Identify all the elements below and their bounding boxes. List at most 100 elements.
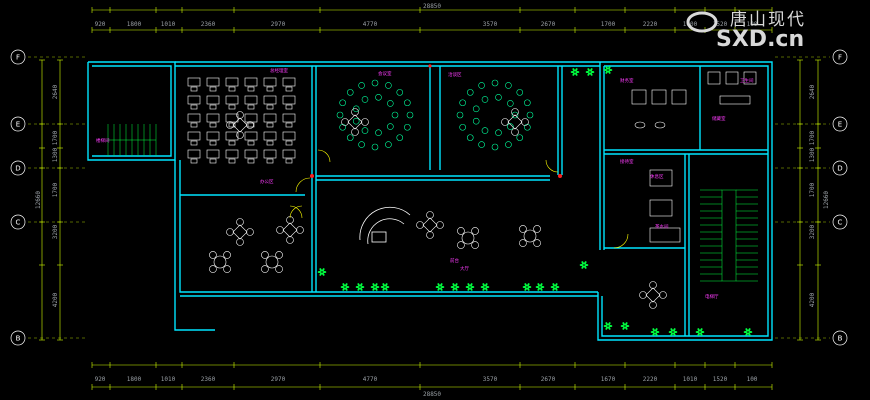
desk-chair	[209, 104, 217, 110]
potted-plants	[317, 66, 753, 336]
desk	[282, 77, 296, 87]
plant-leaf	[608, 66, 611, 70]
lounge-seat	[521, 118, 529, 126]
plant-leaf	[552, 287, 555, 291]
plant-leaf	[697, 328, 700, 332]
meeting-chair	[491, 143, 499, 151]
top-dimension-label: 2670	[541, 21, 556, 28]
meeting-chair	[358, 141, 365, 148]
plant-leaf	[319, 272, 322, 276]
room-label: 接待室	[620, 158, 634, 165]
room-label: 会议室	[378, 70, 392, 77]
desk	[206, 149, 220, 159]
plant-leaf	[470, 287, 473, 291]
bottom-dimension-label: 1010	[683, 376, 698, 383]
meeting-chair	[472, 117, 480, 125]
plant-leaf	[540, 287, 543, 291]
room-label: 总经理室	[270, 67, 288, 74]
lounge-seat	[236, 131, 244, 139]
plant-leaf	[540, 286, 545, 288]
meeting-chair	[361, 96, 369, 103]
meeting-chair	[466, 89, 474, 96]
top-dimension-label: 100	[747, 21, 758, 28]
plant-leaf	[620, 324, 625, 328]
axis-label: F	[16, 54, 20, 62]
round-table	[523, 229, 537, 243]
desk	[187, 113, 201, 123]
meeting-chair	[336, 111, 344, 119]
lounge-seat	[341, 118, 349, 126]
plant-leaf	[748, 331, 753, 333]
plant-leaf	[695, 330, 700, 334]
plant-leaf	[590, 71, 595, 73]
plant-leaf	[700, 328, 703, 332]
table-chair	[471, 227, 479, 235]
plant-leaf	[579, 263, 584, 267]
plant-leaf	[440, 287, 443, 291]
plant-leaf	[360, 286, 365, 288]
desk	[263, 77, 277, 87]
desk-chair	[247, 86, 255, 92]
plant-leaf	[322, 272, 325, 276]
axis-bubble	[10, 214, 26, 230]
coffee-table	[507, 114, 523, 130]
plant-leaf	[584, 264, 589, 266]
desk-chair	[209, 140, 217, 146]
left-dimension-label: 2640	[52, 84, 59, 99]
table-chair	[519, 239, 527, 247]
plant-leaf	[527, 287, 530, 291]
plant-leaf	[575, 68, 578, 72]
plant-leaf	[357, 287, 360, 291]
lounge-seat	[351, 108, 359, 116]
plant-leaf	[360, 287, 363, 291]
table-chair	[471, 241, 479, 249]
meeting-chair	[396, 134, 404, 141]
plant-leaf	[668, 330, 673, 334]
plant-leaf	[605, 70, 608, 74]
axis-bubble	[832, 330, 848, 346]
axis-bubble	[832, 160, 848, 176]
room-label: 洽谈区	[448, 71, 462, 78]
plant-leaf	[581, 265, 584, 269]
lounge-seat	[236, 111, 244, 119]
plant-leaf	[537, 287, 540, 291]
desk-chair	[228, 140, 236, 146]
lounge-seat	[426, 211, 434, 219]
meeting-chair	[339, 123, 346, 131]
lounge-seat	[236, 218, 244, 226]
plant-leaf	[670, 328, 673, 332]
room-label: 楼梯间	[96, 137, 110, 144]
desk-chair	[228, 158, 236, 164]
dimension-lines	[41, 9, 819, 388]
plant-leaf	[622, 322, 625, 326]
bottom-dimension-label: 2360	[201, 376, 216, 383]
plant-leaf	[437, 283, 440, 287]
meeting-chair	[406, 111, 414, 119]
meeting-chair	[456, 111, 464, 119]
round-table	[213, 255, 227, 269]
meeting-chair	[466, 134, 474, 141]
table-chair	[533, 225, 541, 233]
left-dimension-label: 3200	[52, 224, 59, 239]
desk	[282, 149, 296, 159]
coffee-table	[422, 217, 438, 233]
plant-leaf	[372, 283, 375, 287]
desk	[282, 131, 296, 141]
bottom-dimension-label: 1010	[161, 376, 176, 383]
table-chair	[533, 239, 541, 247]
plant-leaf	[575, 72, 578, 76]
table-chair	[275, 265, 283, 273]
plant-leaf	[575, 71, 580, 73]
meeting-chair	[404, 123, 411, 131]
desk	[263, 131, 277, 141]
plant-leaf	[524, 287, 527, 291]
axis-label: B	[838, 335, 843, 343]
table-chair	[209, 251, 217, 259]
top-dimension-label: 1800	[127, 21, 142, 28]
desk-chair	[266, 122, 274, 128]
meeting-chair	[495, 93, 502, 101]
bottom-total-dimension: 28850	[423, 391, 441, 398]
left-dimension-label: 4200	[52, 292, 59, 307]
